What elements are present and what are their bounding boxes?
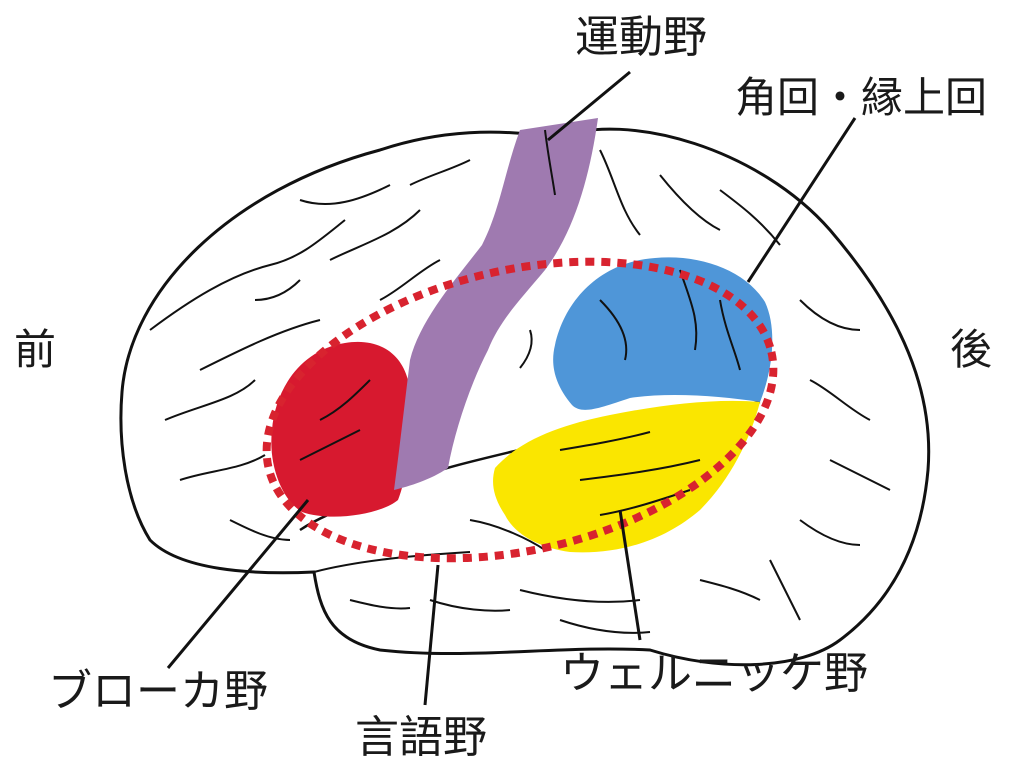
wernicke-area-label: ウェルニッケ野 [560, 648, 868, 699]
front-label: 前 [14, 325, 56, 374]
motor-cortex-label: 運動野 [575, 12, 707, 63]
broca-area-label: ブローカ野 [48, 666, 268, 717]
angular-supramarginal-label: 角回・縁上回 [735, 73, 987, 122]
back-label: 後 [950, 325, 992, 374]
language-area-label: 言語野 [355, 712, 487, 763]
